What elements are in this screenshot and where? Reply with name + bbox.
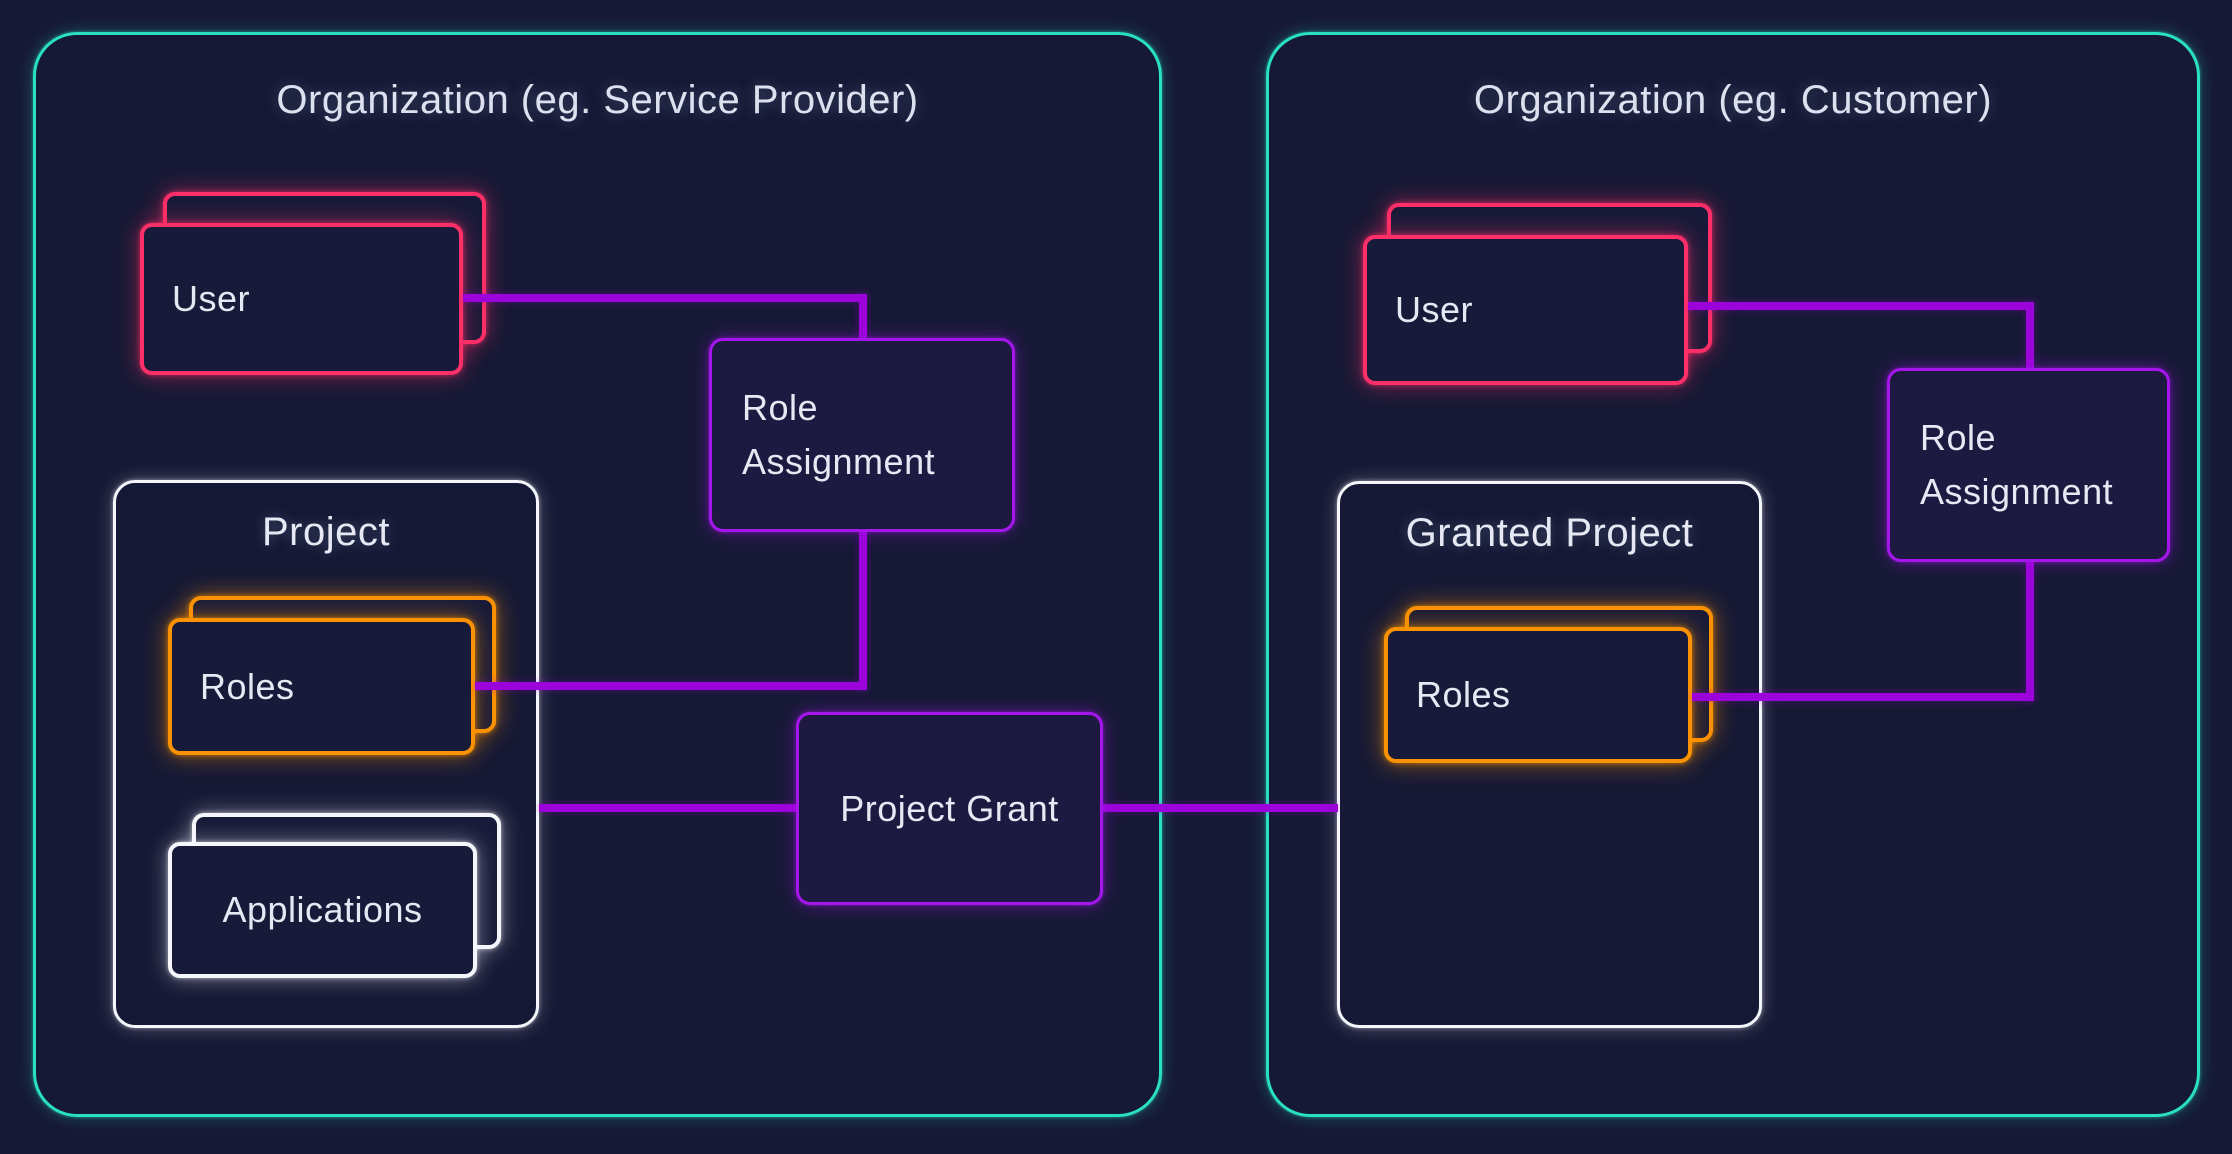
connector-project-to-projectgrant bbox=[539, 804, 796, 812]
user-label: User bbox=[172, 278, 251, 319]
org-customer-box: Organization (eg. Customer) User Role As… bbox=[1266, 32, 2200, 1117]
role-assignment-node: Role Assignment bbox=[709, 338, 1015, 532]
granted-project-title: Granted Project bbox=[1405, 511, 1694, 555]
project-grant-node: Project Grant bbox=[796, 712, 1103, 905]
connector-roleassignment-to-roles-v-right bbox=[2026, 562, 2034, 701]
role-assignment-node: Role Assignment bbox=[1887, 368, 2170, 562]
connector-user-to-roleassignment-v bbox=[859, 294, 867, 342]
connector-projectgrant-to-grantedproject bbox=[1103, 804, 1338, 812]
applications-card: Applications bbox=[168, 842, 477, 978]
connector-roleassignment-to-roles-h-right bbox=[1692, 693, 2034, 701]
connector-roleassignment-to-roles-h bbox=[475, 682, 867, 690]
org-service-provider-title: Organization (eg. Service Provider) bbox=[276, 78, 919, 122]
org-customer-title: Organization (eg. Customer) bbox=[1473, 78, 1993, 122]
connector-user-to-roleassignment-v-right bbox=[2026, 302, 2034, 368]
granted-project-box: Granted Project Roles bbox=[1337, 481, 1762, 1028]
roles-label: Roles bbox=[1416, 674, 1511, 715]
user-label: User bbox=[1395, 289, 1474, 330]
connector-roleassignment-to-roles-v bbox=[859, 532, 867, 690]
project-grant-label: Project Grant bbox=[840, 787, 1059, 829]
applications-label: Applications bbox=[222, 889, 423, 930]
user-card: User bbox=[140, 223, 463, 375]
role-assignment-label: Role Assignment bbox=[1920, 417, 2114, 512]
project-box: Project Roles Applications bbox=[113, 480, 539, 1028]
roles-label: Roles bbox=[200, 665, 295, 707]
project-title: Project bbox=[262, 510, 390, 554]
roles-card: Roles bbox=[1384, 627, 1692, 763]
role-assignment-label: Role Assignment bbox=[742, 387, 936, 482]
roles-card: Roles bbox=[168, 618, 475, 755]
org-service-provider-box: Organization (eg. Service Provider) User… bbox=[33, 32, 1162, 1117]
connector-user-to-roleassignment-h-right bbox=[1688, 302, 2034, 310]
connector-user-to-roleassignment-h bbox=[463, 294, 867, 302]
user-card: User bbox=[1363, 235, 1688, 385]
